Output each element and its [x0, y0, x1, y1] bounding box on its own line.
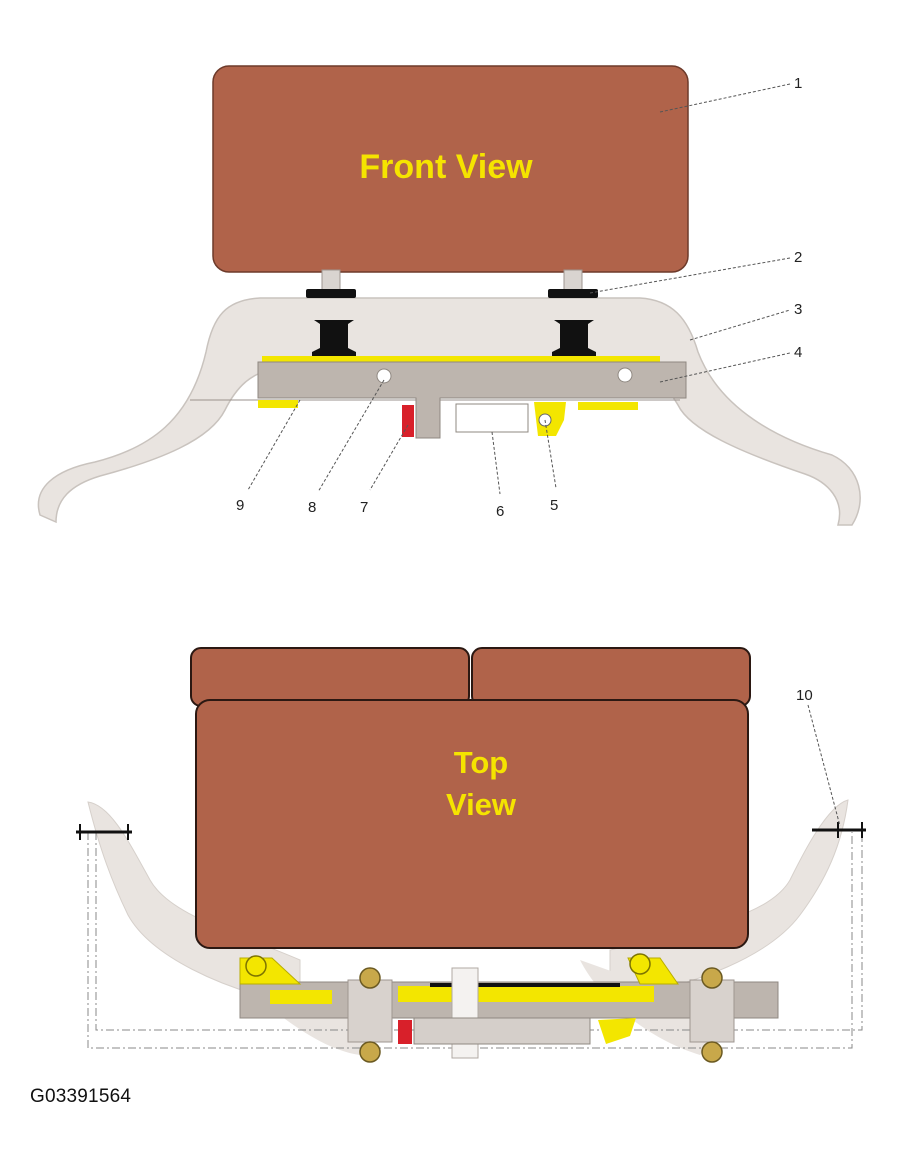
top-view-title-line-2: View — [446, 787, 517, 822]
top-bracket-bolt-right — [629, 953, 651, 975]
callout-10: 10 — [796, 687, 813, 704]
top-end-bolt-left — [76, 824, 132, 840]
top-end-bolt-right — [812, 822, 866, 838]
callout-4: 4 — [794, 344, 802, 361]
figure-id: G03391564 — [30, 1086, 132, 1107]
callout-7: 7 — [360, 499, 368, 516]
top-nut-upper-right — [701, 967, 723, 989]
front-support-frame — [37, 297, 861, 526]
callout-6: 6 — [496, 503, 504, 520]
top-yellow-strip-center — [398, 986, 654, 1002]
top-headrest-pad-right — [471, 647, 751, 707]
top-nut-lower-left — [359, 1041, 381, 1063]
front-release-block — [455, 403, 529, 433]
top-headrest-cushion — [195, 699, 749, 949]
front-yellow-strip-bottom-right — [578, 402, 638, 410]
top-spring-tab — [598, 1018, 636, 1044]
top-latch-housing — [413, 1017, 591, 1045]
top-headrest-pad-left — [190, 647, 470, 707]
front-bushing-left — [312, 320, 356, 360]
front-guide-collar-right — [548, 289, 598, 298]
top-view: Top View 10 — [76, 647, 866, 1063]
top-post-column-left — [347, 979, 393, 1043]
front-view-title: Front View — [359, 148, 533, 186]
callout-8: 8 — [308, 499, 316, 516]
top-post-column-right — [689, 979, 735, 1043]
front-bushing-right — [552, 320, 596, 360]
front-leader-lines — [247, 83, 791, 495]
front-yellow-strip-bottom-left — [258, 400, 298, 408]
callout-9: 9 — [236, 497, 244, 514]
front-headrest-cushion — [212, 65, 689, 273]
front-pivot-hole-left — [376, 368, 392, 384]
top-view-title-line-1: Top — [454, 745, 509, 780]
callout-2: 2 — [794, 249, 802, 266]
front-guide-collar-left — [306, 289, 356, 298]
top-nut-upper-left — [359, 967, 381, 989]
top-yellow-strip-left — [270, 990, 332, 1004]
top-latch-red — [398, 1020, 412, 1044]
front-latch-red — [402, 405, 414, 437]
front-pivot-hole-right — [617, 367, 633, 383]
callout-1: 1 — [794, 75, 802, 92]
top-nut-lower-right — [701, 1041, 723, 1063]
front-view: Front View 1 — [37, 65, 861, 526]
front-mounting-plate — [257, 361, 687, 439]
callout-3: 3 — [794, 301, 802, 318]
callout-5: 5 — [550, 497, 558, 514]
callout-10-leader — [807, 704, 841, 827]
top-bracket-bolt-left — [245, 955, 267, 977]
